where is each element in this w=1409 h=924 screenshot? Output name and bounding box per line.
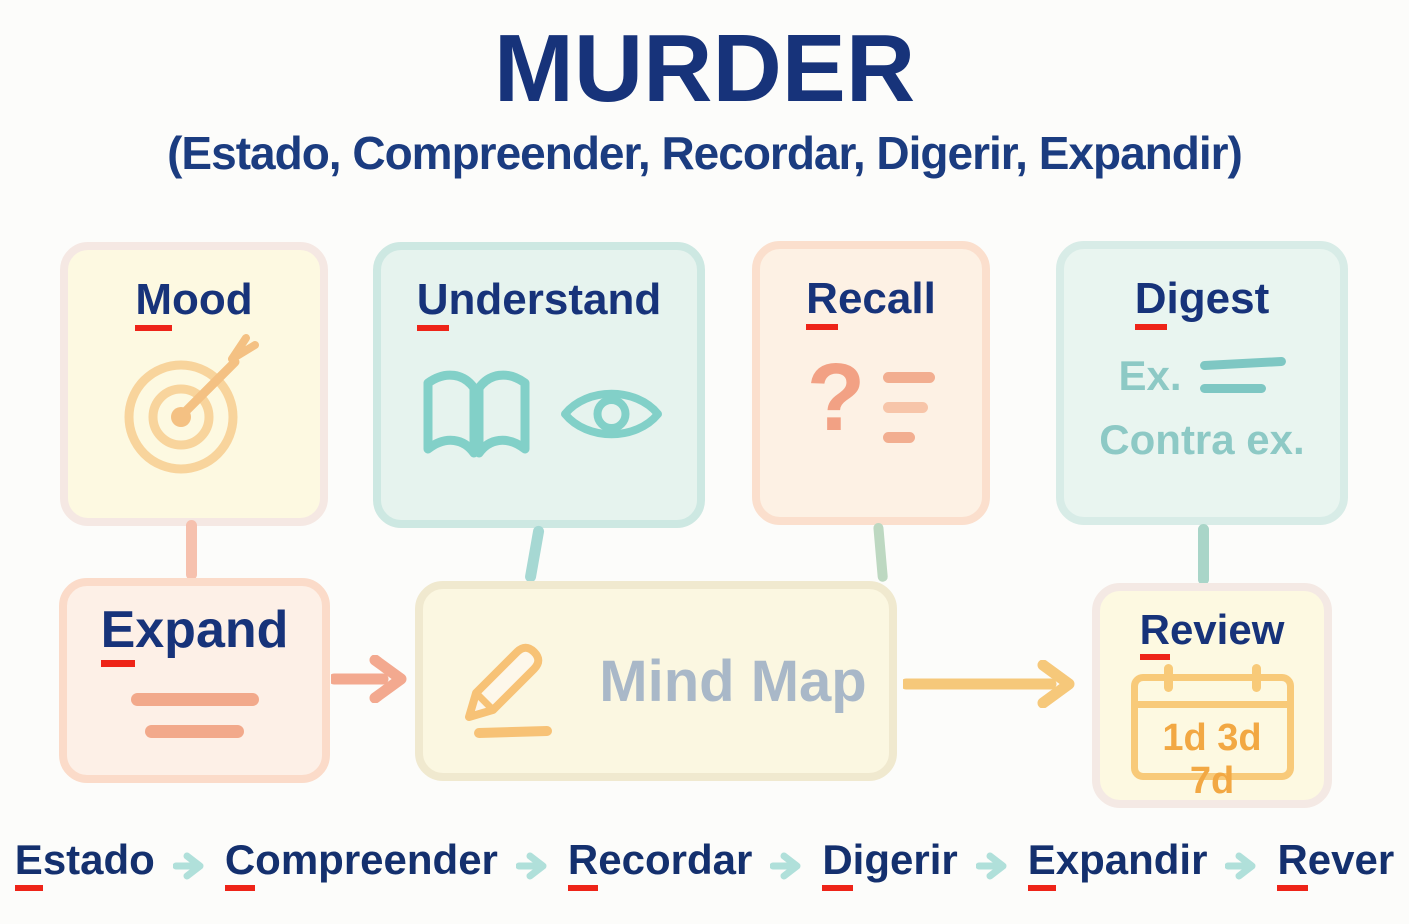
flow-initial: R [1277,836,1308,891]
flow-initial: E [1027,836,1056,891]
review-rest: eview [1169,606,1285,653]
arrow-right-icon [1225,852,1256,879]
page-title: MURDER [493,15,916,122]
list-lines-icon [883,372,936,444]
pencil-icon [465,643,553,738]
calendar-icon: 1d 3d 7d [1130,664,1294,802]
flow-sequence: Estado Compreender Recordar Digerir Expa… [0,836,1409,891]
arrow-right-icon [975,852,1007,879]
example-label: Ex. [1118,352,1182,400]
note-lines-icon [130,693,259,739]
flow-initial: C [224,836,256,891]
connector-recall-mindmap [873,522,889,583]
recall-initial: R [806,274,838,331]
flow-step-compreender: Compreender [224,836,498,891]
card-understand: Understand [373,242,705,528]
review-initial: R [1139,606,1170,661]
mood-title: Mood [135,275,253,332]
expand-title: Expand [100,601,289,668]
mood-rest: ood [172,275,253,324]
arrow-right-icon [515,852,547,879]
flow-initial: E [14,836,43,891]
flow-step-expandir: Expandir [1027,836,1208,891]
arrow-mindmap-to-review [903,660,1075,708]
target-icon [124,334,259,474]
expand-rest: xpand [135,601,289,659]
flow-step-digerir: Digerir [822,836,958,891]
card-mindmap: Mind Map [415,581,897,781]
page-subtitle: (Estado, Compreender, Recordar, Digerir,… [167,127,1243,179]
connector-digest-review [1198,524,1209,585]
mood-initial: M [135,275,172,332]
recall-rest: ecall [837,274,936,323]
flow-initial: R [567,836,599,891]
mindmap-label: Mind Map [599,648,867,714]
card-mood: Mood [60,242,328,526]
flow-initial: D [822,836,853,891]
card-expand: Expand [59,578,330,783]
card-digest: Digest Ex. Contra ex. [1056,241,1348,525]
digest-title: Digest [1134,274,1270,331]
open-book-icon [423,371,530,458]
understand-initial: U [416,275,449,332]
connector-understand-mindmap [524,525,545,584]
card-review: Review 1d 3d 7d [1092,583,1332,808]
flow-rest: xpandir [1055,836,1208,883]
connector-mood-expand [186,520,197,580]
flow-step-rever: Rever [1277,836,1394,891]
flow-rest: stado [42,836,155,883]
eye-icon [561,390,662,439]
flow-step-recordar: Recordar [567,836,753,891]
arrow-right-icon [770,852,801,879]
arrow-expand-to-mindmap [331,655,407,703]
flow-rest: ecordar [598,836,753,883]
arrow-right-icon [172,852,204,879]
review-title: Review [1139,606,1285,661]
recall-title: Recall [806,274,936,331]
review-intervals: 1d 3d 7d [1162,717,1262,803]
expand-initial: E [100,601,136,668]
digest-initial: D [1134,274,1167,331]
question-mark-icon: ? [806,344,866,452]
flow-rest: ompreender [255,836,498,883]
understand-rest: nderstand [448,275,662,324]
card-recall: Recall ? [752,241,990,525]
flow-step-estado: Estado [14,836,155,891]
flow-rest: igerir [852,836,958,883]
digest-rest: igest [1166,274,1270,323]
counter-example-label: Contra ex. [1099,416,1305,464]
example-lines-icon [1199,357,1286,394]
understand-title: Understand [416,275,662,332]
flow-rest: ever [1307,836,1395,883]
